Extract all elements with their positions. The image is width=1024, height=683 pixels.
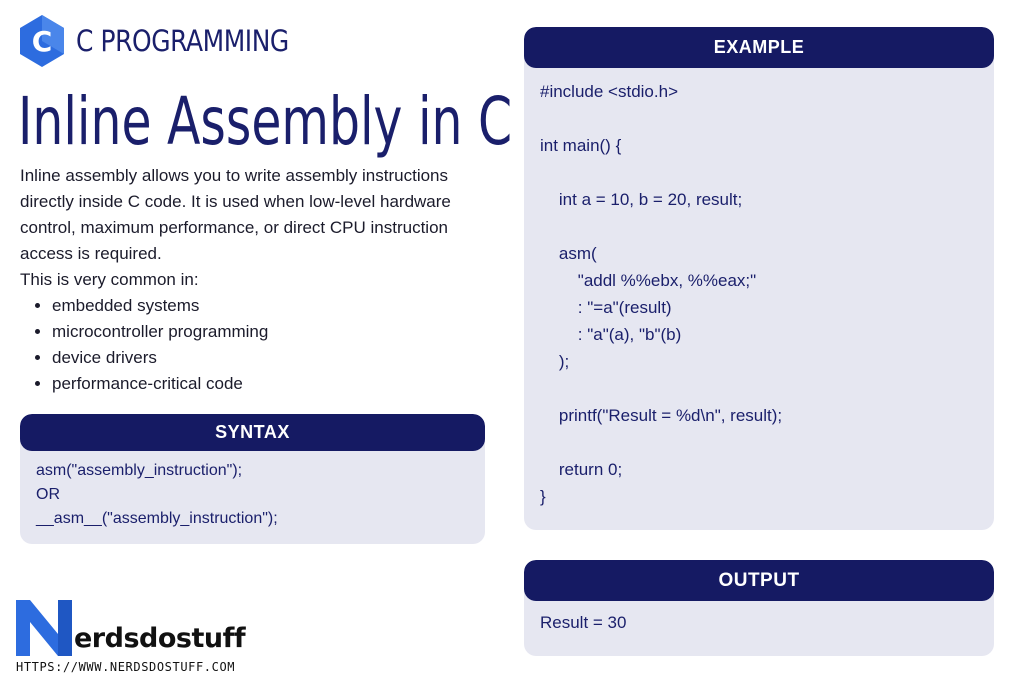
- syntax-panel: SYNTAX asm("assembly_instruction"); OR _…: [20, 414, 485, 544]
- syntax-body: asm("assembly_instruction"); OR __asm__(…: [20, 451, 485, 539]
- code-line: [540, 375, 978, 402]
- list-item: microcontroller programming: [52, 319, 500, 345]
- syntax-line: OR: [36, 486, 60, 503]
- code-line: "addl %%ebx, %%eax;": [540, 271, 757, 290]
- logo-wordmark: erdsdostuff: [74, 623, 246, 654]
- code-line: #include <stdio.h>: [540, 82, 678, 101]
- code-line: : "a"(a), "b"(b): [540, 325, 682, 344]
- intro-section: Inline assembly allows you to write asse…: [20, 163, 500, 397]
- example-code: #include <stdio.h> int main() { int a = …: [524, 68, 994, 520]
- code-line: [540, 429, 978, 456]
- brand-name: C PROGRAMMING: [76, 24, 289, 58]
- code-line: return 0;: [540, 460, 623, 479]
- code-line: [540, 213, 978, 240]
- page-title: Inline Assembly in C: [18, 83, 513, 160]
- list-item: device drivers: [52, 345, 500, 371]
- code-line: );: [540, 352, 570, 371]
- code-line: asm(: [540, 244, 597, 263]
- footer-logo[interactable]: erdsdostuff HTTPS://WWW.NERDSDOSTUFF.COM: [16, 600, 246, 674]
- list-item: embedded systems: [52, 293, 500, 319]
- example-heading: EXAMPLE: [524, 27, 994, 68]
- brand-header: C C PROGRAMMING: [18, 14, 323, 68]
- syntax-line: __asm__("assembly_instruction");: [36, 510, 278, 527]
- nerds-n-logo-icon: [16, 600, 72, 656]
- output-heading: OUTPUT: [524, 560, 994, 601]
- code-line: printf("Result = %d\n", result);: [540, 406, 783, 425]
- intro-paragraph: Inline assembly allows you to write asse…: [20, 166, 451, 263]
- svg-text:C: C: [32, 25, 53, 58]
- website-url[interactable]: HTTPS://WWW.NERDSDOSTUFF.COM: [16, 660, 236, 674]
- code-line: [540, 159, 978, 186]
- example-panel: EXAMPLE #include <stdio.h> int main() { …: [524, 27, 994, 530]
- code-line: }: [540, 487, 546, 506]
- code-line: : "=a"(result): [540, 298, 672, 317]
- list-item: performance-critical code: [52, 371, 500, 397]
- output-text: Result = 30: [540, 613, 627, 632]
- code-line: int main() {: [540, 136, 622, 155]
- syntax-heading: SYNTAX: [20, 414, 485, 451]
- code-line: int a = 10, b = 20, result;: [540, 190, 743, 209]
- use-case-list: embedded systems microcontroller program…: [20, 293, 500, 397]
- output-panel: OUTPUT Result = 30: [524, 560, 994, 656]
- common-label: This is very common in:: [20, 270, 199, 289]
- syntax-line: asm("assembly_instruction");: [36, 462, 243, 479]
- code-line: [540, 105, 978, 132]
- c-hexagon-icon: C: [20, 15, 64, 67]
